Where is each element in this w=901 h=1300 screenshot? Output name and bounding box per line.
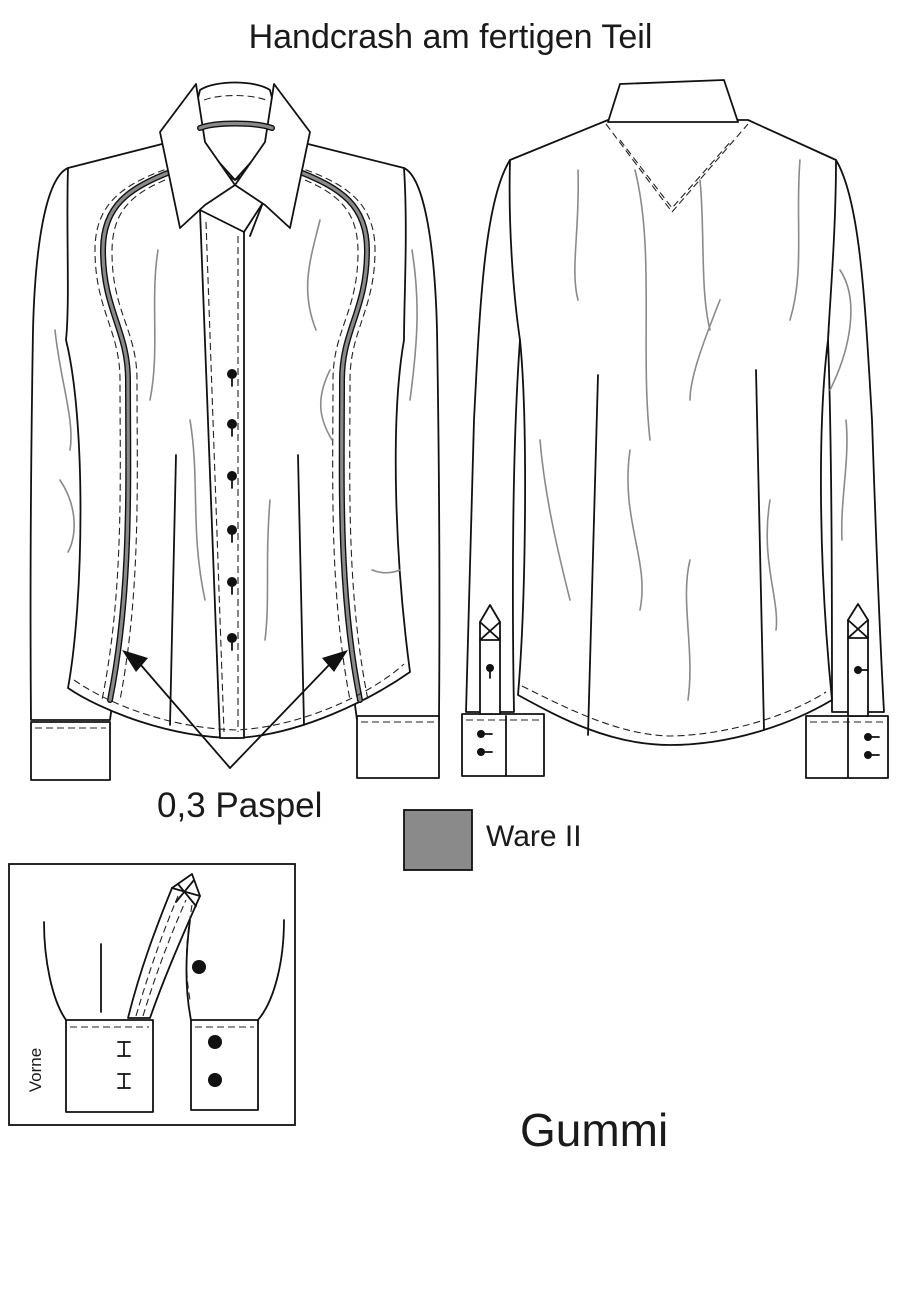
vorne-label: Vorne: [26, 1047, 45, 1093]
back-view: [461, 79, 889, 779]
front-collar-right: [234, 83, 311, 229]
front-view: [29, 81, 441, 781]
paspel-arrows: [122, 650, 348, 769]
back-left-sleeve-placket: [479, 604, 501, 715]
front-buttons: [227, 369, 237, 651]
back-right-sleeve-placket: [847, 603, 869, 717]
back-body: [508, 119, 837, 746]
back-left-cuff: [461, 713, 545, 777]
front-left-cuff: [30, 721, 111, 781]
front-placket: [199, 209, 245, 739]
front-right-cuff: [356, 715, 440, 779]
paspel-label: 0,3 Paspel: [157, 786, 323, 825]
cuff-detail: [8, 863, 296, 1126]
back-yoke: [605, 123, 749, 213]
back-left-sleeve: [465, 159, 521, 713]
ware-ii-swatch: [403, 809, 473, 871]
gummi-label: Gummi: [520, 1104, 669, 1156]
diagram-title: Handcrash am fertigen Teil: [248, 18, 653, 56]
back-right-sleeve: [827, 159, 885, 713]
back-right-cuff: [805, 715, 889, 779]
ware-ii-label: Ware II: [486, 820, 582, 853]
back-collar: [607, 79, 739, 123]
